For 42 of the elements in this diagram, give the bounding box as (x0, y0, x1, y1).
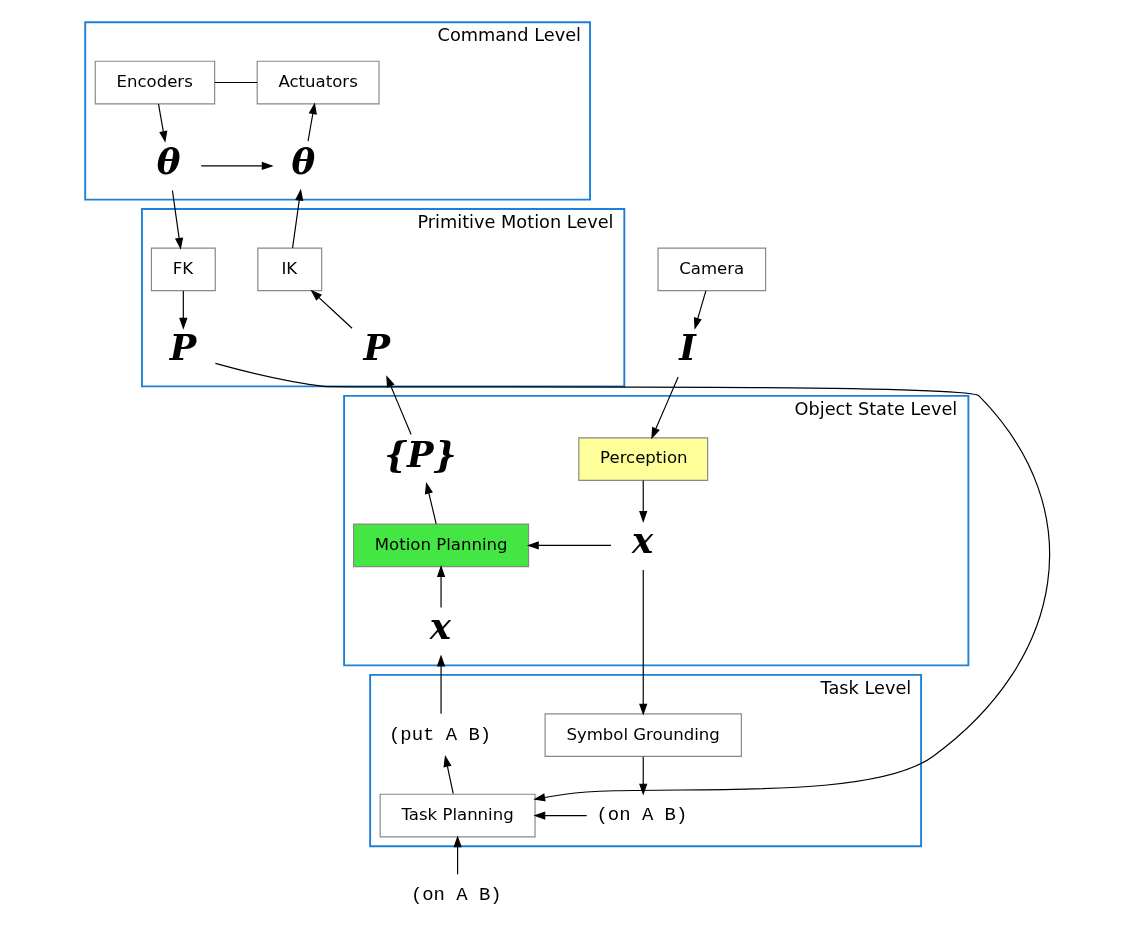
arrow (171, 189, 184, 250)
node-text: x (429, 606, 451, 648)
arrow (639, 480, 648, 523)
arrow (307, 102, 317, 142)
node-box: Actuators (256, 60, 380, 105)
arrow (651, 376, 679, 440)
arrow (436, 654, 446, 715)
arrow (157, 103, 168, 143)
arrow (693, 290, 707, 330)
node-box: Perception (578, 437, 709, 481)
node-text: (on A B) (596, 804, 688, 827)
node-text: P (363, 327, 391, 369)
node-text: (put A B) (389, 723, 492, 746)
arrow (386, 375, 412, 436)
arrow (179, 290, 188, 330)
node-box: Encoders (94, 60, 216, 105)
arrow (436, 565, 446, 608)
arrow (214, 362, 1051, 802)
node-box: FK (150, 247, 216, 292)
node-text: x (632, 520, 654, 562)
arrow (310, 289, 353, 329)
node-text: θ (156, 140, 181, 182)
arrow (443, 755, 454, 795)
node-text: {P} (384, 433, 457, 475)
arrow (291, 188, 304, 249)
arrow (533, 811, 588, 820)
node-box: IK (257, 247, 323, 292)
node-box: Camera (657, 247, 767, 292)
arrow (639, 756, 648, 796)
node-box: Symbol Grounding (544, 713, 742, 758)
node-box: Motion Planning (353, 523, 530, 568)
node-text: I (679, 327, 696, 369)
arrow (453, 835, 462, 875)
node-text: (on A B) (410, 884, 502, 907)
connector (214, 81, 258, 84)
node-box: Task Planning (379, 793, 536, 838)
arrow (639, 569, 648, 716)
arrow (526, 541, 612, 550)
node-text: θ (291, 140, 316, 182)
node-text: P (169, 327, 197, 369)
arrow (200, 161, 274, 171)
arrow (424, 481, 437, 525)
